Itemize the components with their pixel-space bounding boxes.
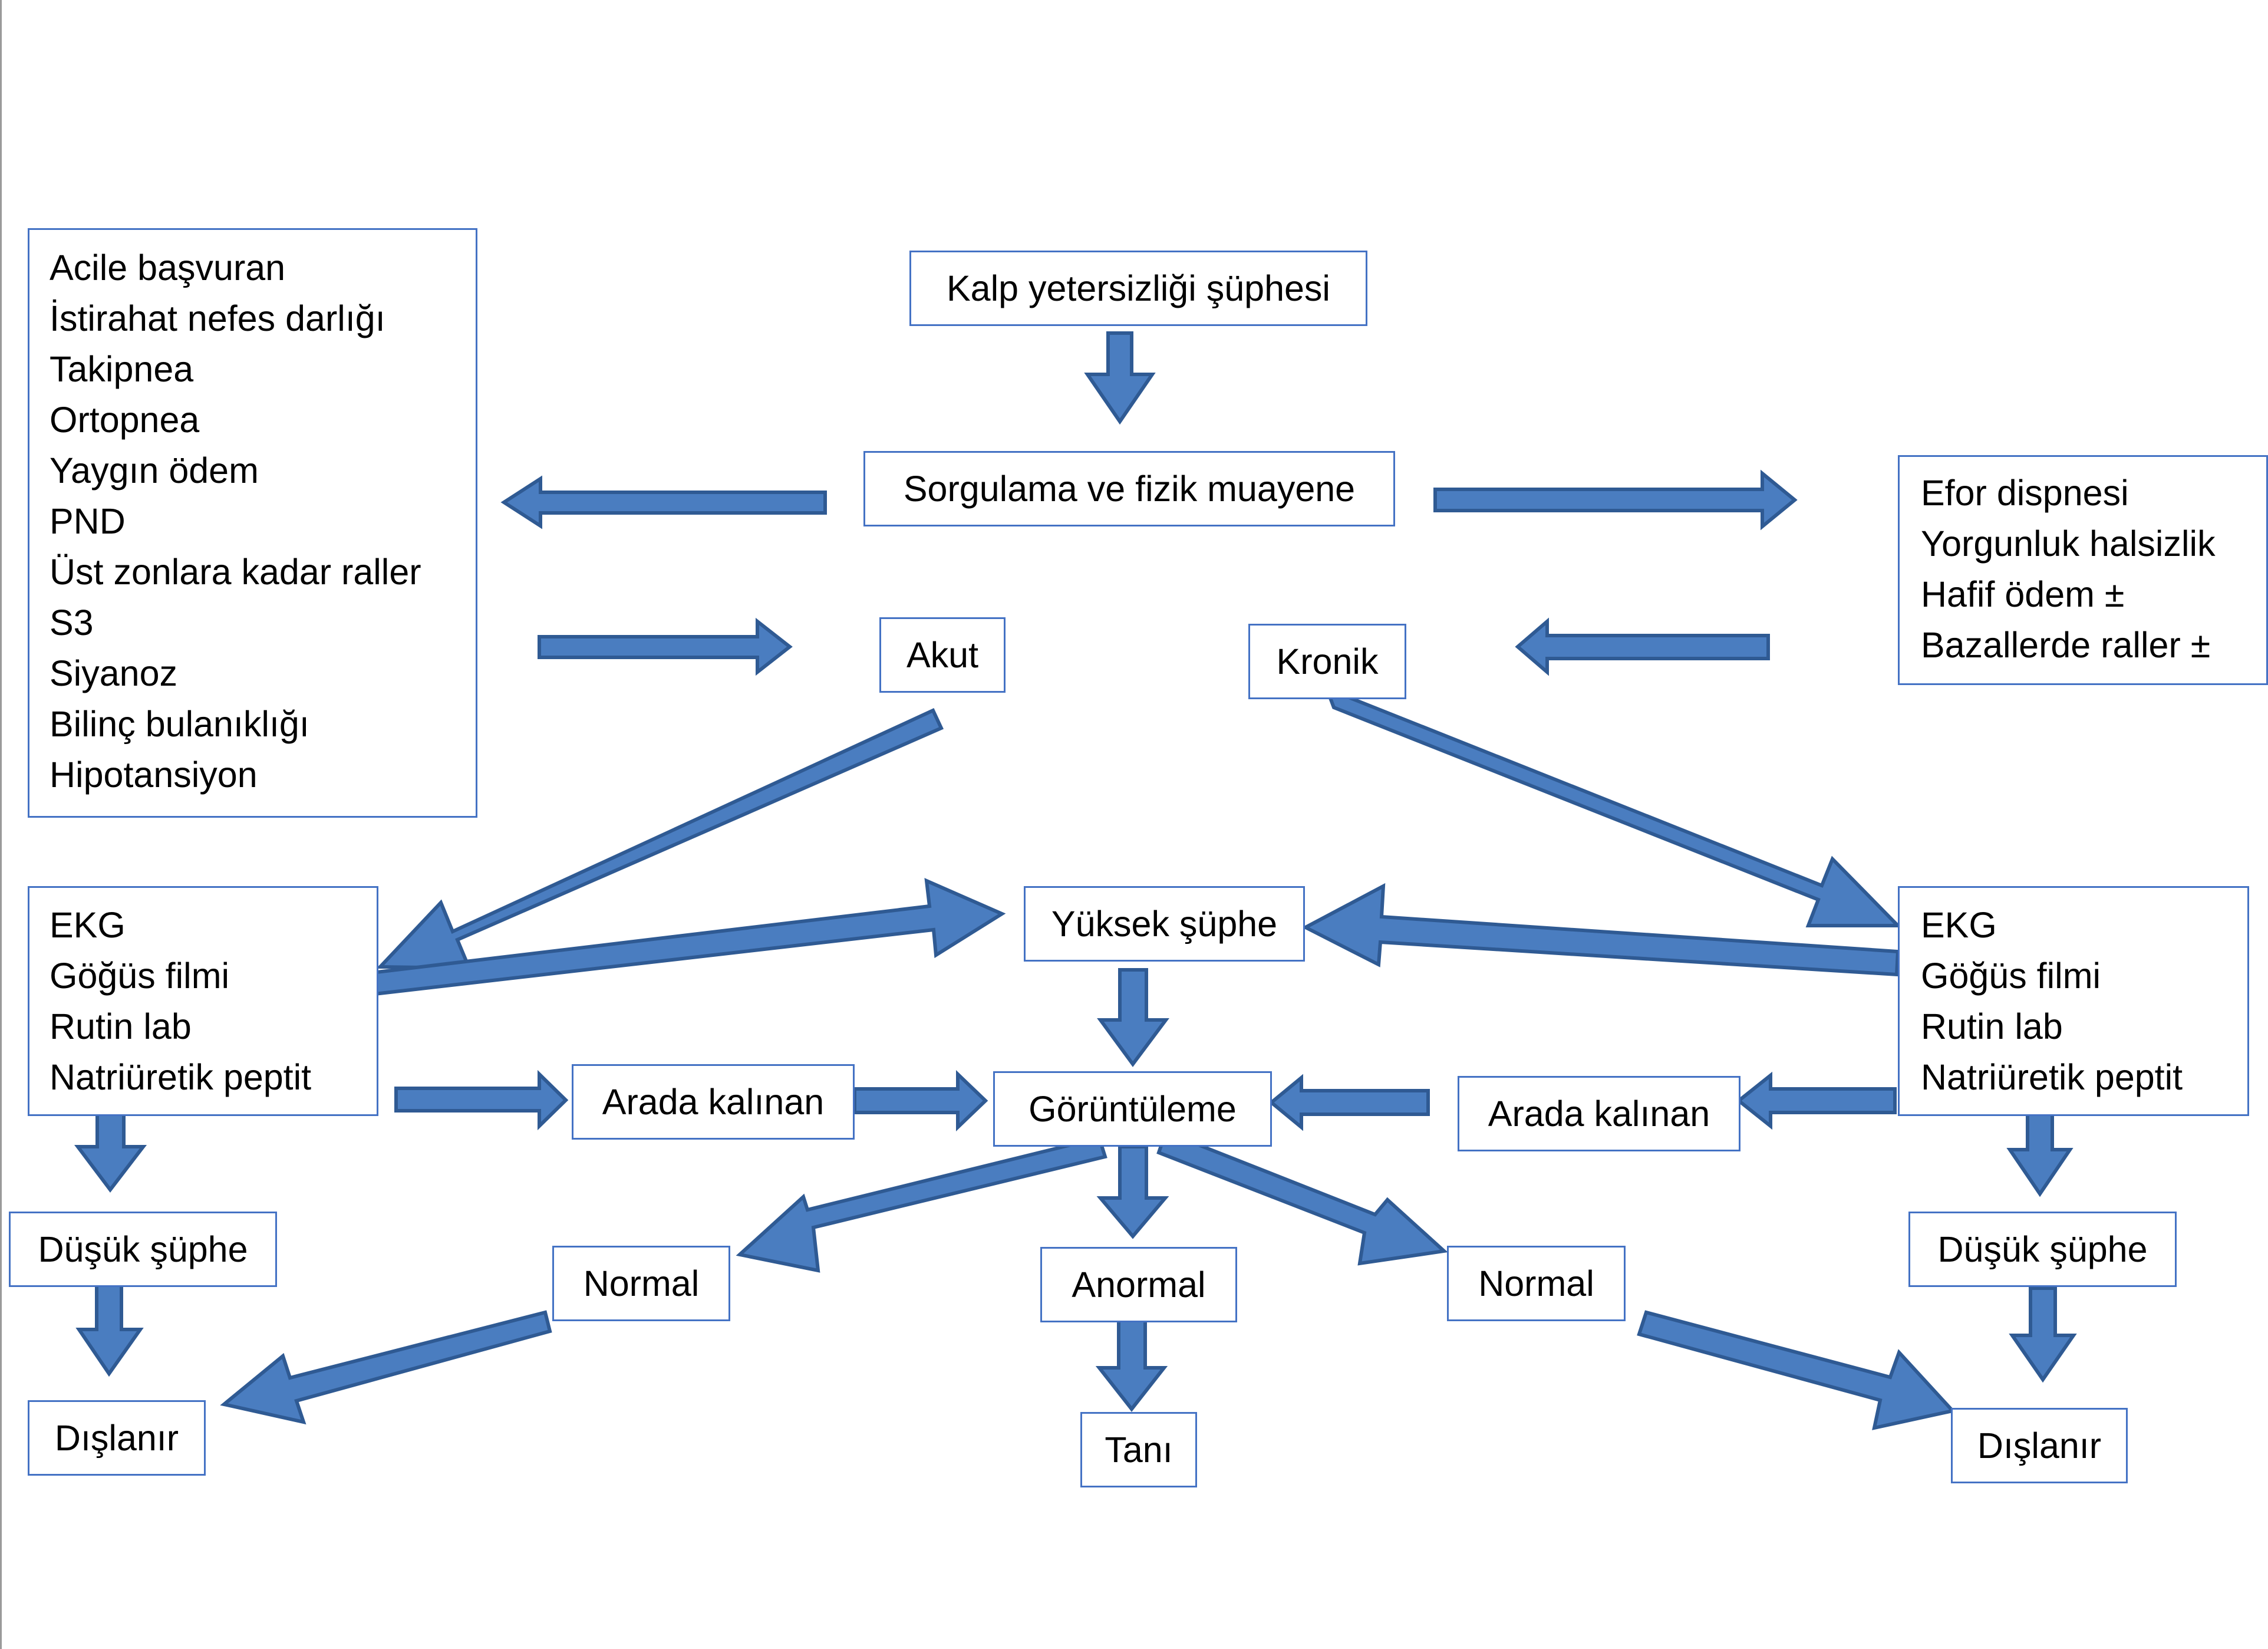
arrow-imaging-to-normal-left — [736, 1135, 1107, 1273]
acute-criterion: Siyanoz — [50, 653, 178, 693]
chronic-box: Kronik — [1248, 624, 1406, 699]
arrow-acute-list-to-akut — [538, 617, 793, 676]
test-item: Göğüs filmi — [50, 956, 230, 996]
acute-criterion: Üst zonlara kadar raller — [50, 552, 421, 592]
arrow-normal-right-to-excluded — [1637, 1310, 1956, 1430]
normal-left-box: Normal — [552, 1246, 730, 1321]
arrow-normal-left-to-excluded — [220, 1310, 552, 1425]
arrow-akut-to-tests-left — [376, 708, 944, 970]
acute-criteria-box: Acile başvuran İstirahat nefes darlığı T… — [28, 228, 477, 818]
high-suspicion-box: Yüksek şüphe — [1024, 886, 1305, 962]
arrow-imaging-to-abnormal — [1096, 1145, 1169, 1239]
abnormal-box: Anormal — [1040, 1247, 1237, 1322]
arrow-exam-to-acute-list — [500, 475, 827, 529]
chronic-criteria-box: Efor dispnesi Yorgunluk halsizlik Hafif … — [1898, 455, 2268, 685]
acute-criterion: Yaygın ödem — [50, 450, 259, 491]
arrow-low-right-to-excluded — [2009, 1286, 2077, 1383]
arrow-title-to-exam — [1084, 331, 1156, 425]
excluded-right-box: Dışlanır — [1951, 1408, 2128, 1483]
acute-criterion: Acile başvuran — [50, 248, 286, 288]
acute-criterion: İstirahat nefes darlığı — [50, 298, 385, 338]
acute-criterion: Ortopnea — [50, 400, 200, 440]
chronic-criterion: Bazallerde raller ± — [1921, 625, 2211, 665]
history-exam-box: Sorgulama ve fizik muayene — [863, 451, 1395, 526]
tests-left-box: EKG Göğüs filmi Rutin lab Natriüretik pe… — [28, 886, 378, 1116]
arrow-kronik-to-tests-right — [1323, 685, 1903, 927]
diagnosis-box: Tanı — [1080, 1412, 1197, 1487]
arrow-imaging-to-normal-right — [1156, 1130, 1448, 1266]
test-item: Göğüs filmi — [1921, 956, 2101, 996]
acute-criterion: S3 — [50, 603, 94, 643]
acute-criterion: PND — [50, 501, 126, 541]
test-item: EKG — [50, 905, 126, 945]
acute-box: Akut — [879, 617, 1006, 693]
acute-criterion: Hipotansiyon — [50, 755, 258, 795]
acute-criterion: Takipnea — [50, 349, 194, 389]
title-box: Kalp yetersizliği şüphesi — [909, 251, 1367, 326]
chronic-criterion: Efor dispnesi — [1921, 473, 2129, 513]
imaging-box: Görüntüleme — [993, 1071, 1272, 1147]
arrow-low-left-to-excluded — [75, 1279, 144, 1377]
excluded-left-box: Dışlanır — [28, 1400, 206, 1476]
arrow-chronic-list-to-kronik — [1515, 617, 1770, 676]
arrow-tests-left-to-intermediate — [394, 1069, 569, 1131]
intermediate-right-box: Arada kalınan — [1458, 1076, 1740, 1151]
low-suspicion-left-box: Düşük şüphe — [9, 1212, 277, 1287]
arrow-abnormal-to-diagnosis — [1095, 1316, 1168, 1412]
test-item: Rutin lab — [1921, 1006, 2063, 1046]
acute-criterion: Bilinç bulanıklığı — [50, 704, 309, 744]
arrow-tests-left-to-high — [360, 878, 1006, 998]
chronic-criterion: Yorgunluk halsizlik — [1921, 524, 2216, 564]
arrow-tests-right-to-intermediate — [1736, 1071, 1897, 1130]
intermediate-left-box: Arada kalınan — [572, 1064, 855, 1140]
arrow-exam-to-chronic-list — [1433, 469, 1798, 531]
slide-left-edge — [0, 0, 2, 1649]
arrow-right-to-imaging — [1268, 1074, 1430, 1131]
low-suspicion-right-box: Düşük şüphe — [1908, 1212, 2177, 1287]
normal-right-box: Normal — [1447, 1246, 1626, 1321]
test-item: EKG — [1921, 905, 1997, 945]
arrow-high-to-imaging — [1097, 968, 1169, 1068]
arrow-intermediate-left-to-imaging — [853, 1069, 988, 1132]
test-item: Natriüretik peptit — [50, 1057, 312, 1097]
arrow-tests-right-to-high — [1301, 883, 1900, 977]
test-item: Natriüretik peptit — [1921, 1057, 2183, 1097]
test-item: Rutin lab — [50, 1006, 192, 1046]
chronic-criterion: Hafif ödem ± — [1921, 574, 2125, 614]
tests-right-box: EKG Göğüs filmi Rutin lab Natriüretik pe… — [1898, 886, 2249, 1116]
